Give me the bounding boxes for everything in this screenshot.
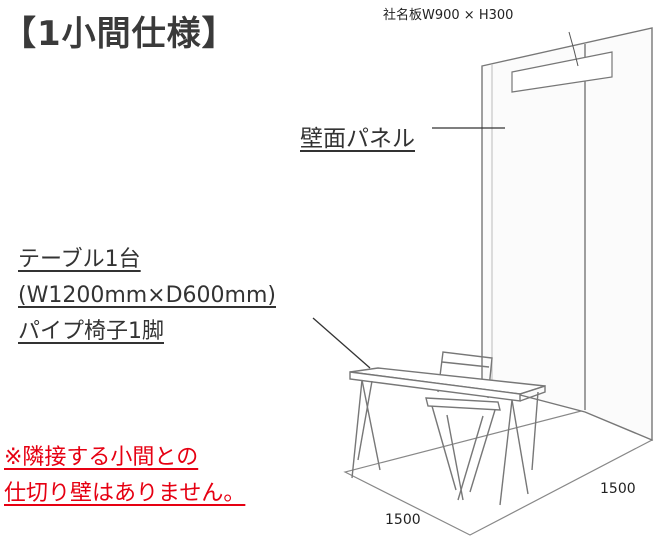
- chair-label: パイプ椅子1脚: [18, 319, 164, 344]
- sign-leader-line: [568, 31, 579, 67]
- sign-board-label: 社名板W900 × H300: [383, 8, 514, 23]
- page-title: 【1小間仕様】: [2, 14, 237, 54]
- dimension-depth-label: 1500: [600, 481, 636, 497]
- partition-note: ※隣接する小間との 仕切り壁はありません。: [4, 440, 245, 512]
- note-line-2: 仕切り壁はありません。: [4, 481, 246, 506]
- table-size-label: (W1200mm×D600mm): [18, 283, 276, 308]
- note-line-1: ※隣接する小間との: [4, 445, 199, 470]
- table-label: テーブル1台: [18, 247, 141, 272]
- table-leader-line: [312, 317, 371, 369]
- wall-panel: [481, 27, 653, 442]
- dimension-width-label: 1500: [385, 512, 421, 528]
- table: [349, 367, 546, 506]
- wall-panel-label: 壁面パネル: [300, 126, 415, 152]
- company-sign-board: [511, 51, 613, 93]
- pipe-chair: [425, 351, 501, 501]
- table-chair-label: テーブル1台 (W1200mm×D600mm) パイプ椅子1脚: [18, 242, 276, 350]
